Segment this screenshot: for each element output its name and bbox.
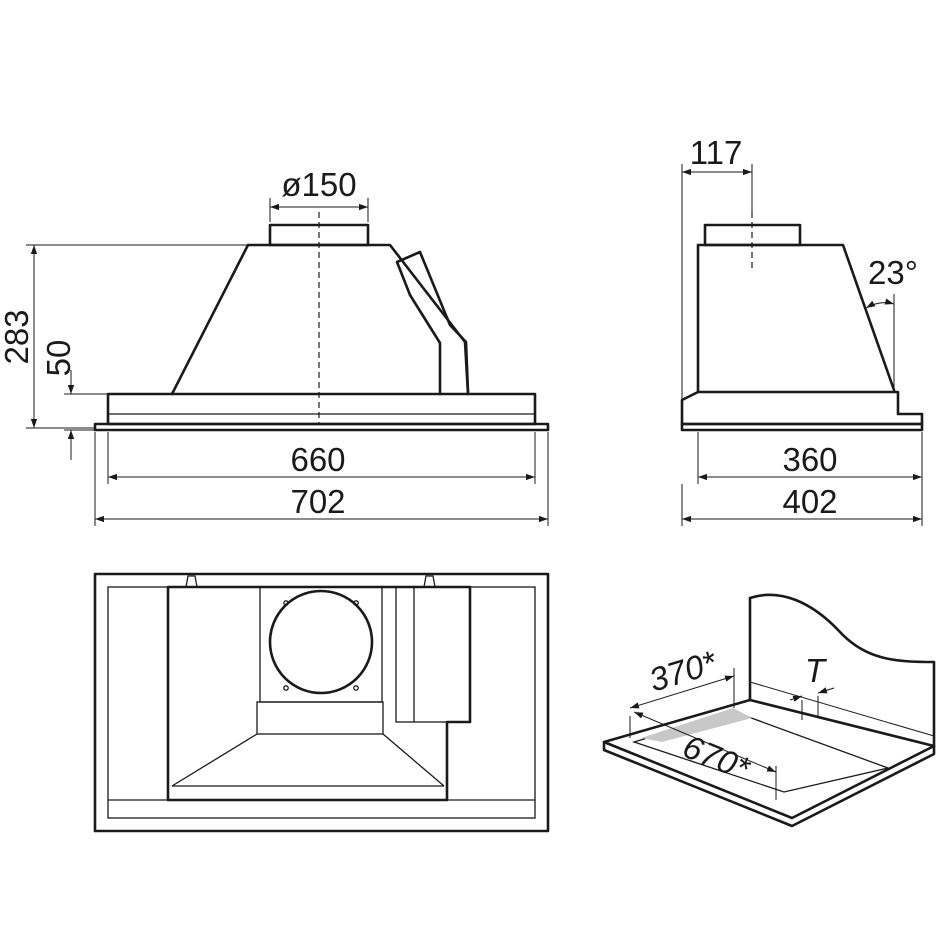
cutout-slab-top bbox=[602, 698, 936, 820]
bottom-fan-plate bbox=[259, 586, 383, 703]
dim-inner-width-label: 660 bbox=[290, 441, 345, 478]
bottom-screw-br bbox=[353, 685, 359, 691]
bottom-view bbox=[93, 572, 550, 833]
dim-t-arrow-left bbox=[789, 695, 803, 702]
bottom-screw-tl bbox=[283, 600, 289, 606]
bottom-funnel-lines bbox=[171, 733, 445, 787]
side-view: 117 23° 360 402 bbox=[680, 134, 924, 526]
dim-outer-depth-label: 402 bbox=[782, 483, 837, 520]
dim-inner-depth-label: 360 bbox=[782, 441, 837, 478]
dim-duct-diameter-label: ø150 bbox=[281, 166, 356, 203]
dim-frame-height-label: 50 bbox=[40, 340, 77, 377]
bottom-clip-right bbox=[423, 575, 436, 588]
bottom-screw-tr bbox=[353, 600, 359, 606]
dim-cutout-width-label: 670* bbox=[678, 727, 756, 787]
dim-duct-offset-label: 117 bbox=[690, 134, 743, 171]
cutout-wall-top bbox=[748, 593, 936, 748]
dim-cutout-depth-label: 370* bbox=[645, 643, 722, 699]
side-hood-body bbox=[696, 243, 896, 394]
front-view: ø150 283 50 660 702 bbox=[0, 166, 550, 526]
bottom-motor-box bbox=[395, 586, 471, 723]
cutout-slab-edge bbox=[602, 740, 936, 828]
dim-total-height-label: 283 bbox=[0, 309, 35, 364]
bottom-screw-bl bbox=[283, 685, 289, 691]
bottom-clip-left bbox=[185, 575, 198, 588]
front-body-panel bbox=[106, 392, 537, 426]
cutout-wall-inner bbox=[749, 681, 935, 737]
front-hood-body bbox=[170, 243, 470, 396]
side-body-panel bbox=[680, 390, 924, 426]
dim-370-line bbox=[629, 675, 735, 709]
dim-thickness-label: T bbox=[805, 652, 828, 689]
cutout-view: 370* 670* T bbox=[602, 593, 936, 828]
bottom-filter-recess bbox=[256, 701, 384, 735]
dim-t-arrow-right bbox=[817, 687, 835, 694]
dim-outer-width-label: 702 bbox=[290, 483, 345, 520]
front-motor-housing bbox=[395, 250, 470, 396]
bottom-outer-frame bbox=[93, 572, 550, 833]
dim-angle-arc bbox=[865, 298, 895, 309]
bottom-fan-circle bbox=[268, 589, 374, 695]
dim-angle-label: 23° bbox=[868, 254, 918, 291]
dim-670-line bbox=[633, 711, 777, 773]
